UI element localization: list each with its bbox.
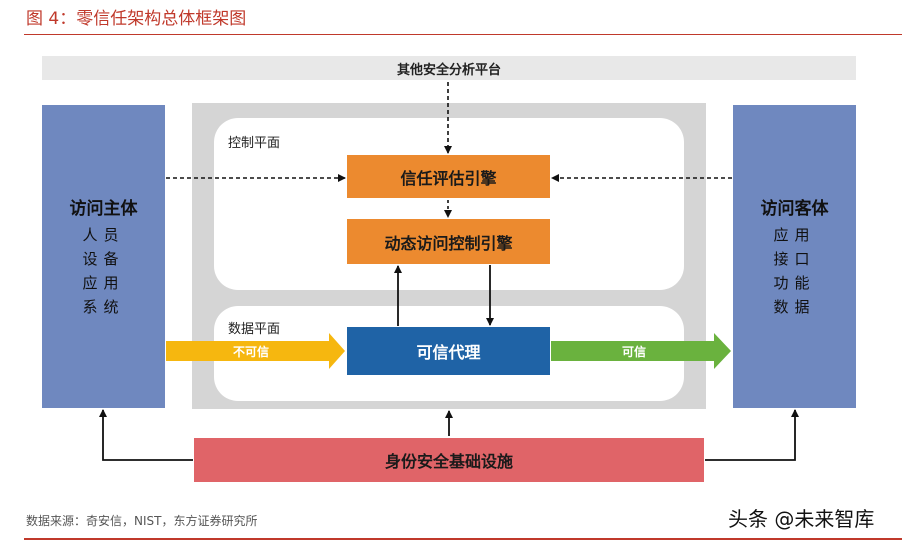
infra-to-object-arrow xyxy=(705,409,799,461)
access-subject-title: 访问主体 xyxy=(69,199,138,219)
object-item: 应用 xyxy=(773,226,816,244)
subject-item: 设备 xyxy=(82,250,125,268)
access-subject-box: 访问主体 人员 设备 应用 系统 xyxy=(42,105,165,408)
platform-label: 其他安全分析平台 xyxy=(396,62,501,78)
trust-engine-label: 信任评估引擎 xyxy=(400,168,497,188)
subject-item: 系统 xyxy=(82,298,125,316)
infra-to-subject-arrow xyxy=(99,409,193,461)
object-item: 功能 xyxy=(773,274,816,292)
control-plane-label: 控制平面 xyxy=(228,136,281,151)
access-engine-label: 动态访问控制引擎 xyxy=(384,233,513,253)
proxy-label: 可信代理 xyxy=(416,343,481,362)
untrusted-flow-arrow xyxy=(166,333,345,369)
watermark: 头条 @未来智库 xyxy=(728,507,875,531)
trusted-flow-arrow xyxy=(551,333,731,369)
subject-item: 应用 xyxy=(82,274,125,292)
subject-item: 人员 xyxy=(82,226,125,244)
figure-title: 图 4：零信任架构总体框架图 xyxy=(26,9,247,29)
trusted-proxy: 可信代理 xyxy=(347,327,550,375)
access-object-box: 访问客体 应用 接口 功能 数据 xyxy=(733,105,856,408)
footer-divider xyxy=(24,538,902,540)
trust-evaluation-engine: 信任评估引擎 xyxy=(347,155,550,198)
data-plane-label: 数据平面 xyxy=(228,322,281,337)
access-control-engine: 动态访问控制引擎 xyxy=(347,219,550,264)
security-analysis-platform: 其他安全分析平台 xyxy=(42,56,856,80)
untrusted-label: 不可信 xyxy=(233,345,270,359)
trusted-label: 可信 xyxy=(622,345,647,359)
object-item: 接口 xyxy=(773,250,816,268)
infra-label: 身份安全基础设施 xyxy=(384,452,513,471)
title-divider xyxy=(24,34,902,35)
object-item: 数据 xyxy=(773,298,816,316)
access-object-title: 访问客体 xyxy=(760,199,829,219)
identity-infrastructure: 身份安全基础设施 xyxy=(194,438,704,482)
source-note: 数据来源：奇安信，NIST，东方证券研究所 xyxy=(26,514,258,528)
